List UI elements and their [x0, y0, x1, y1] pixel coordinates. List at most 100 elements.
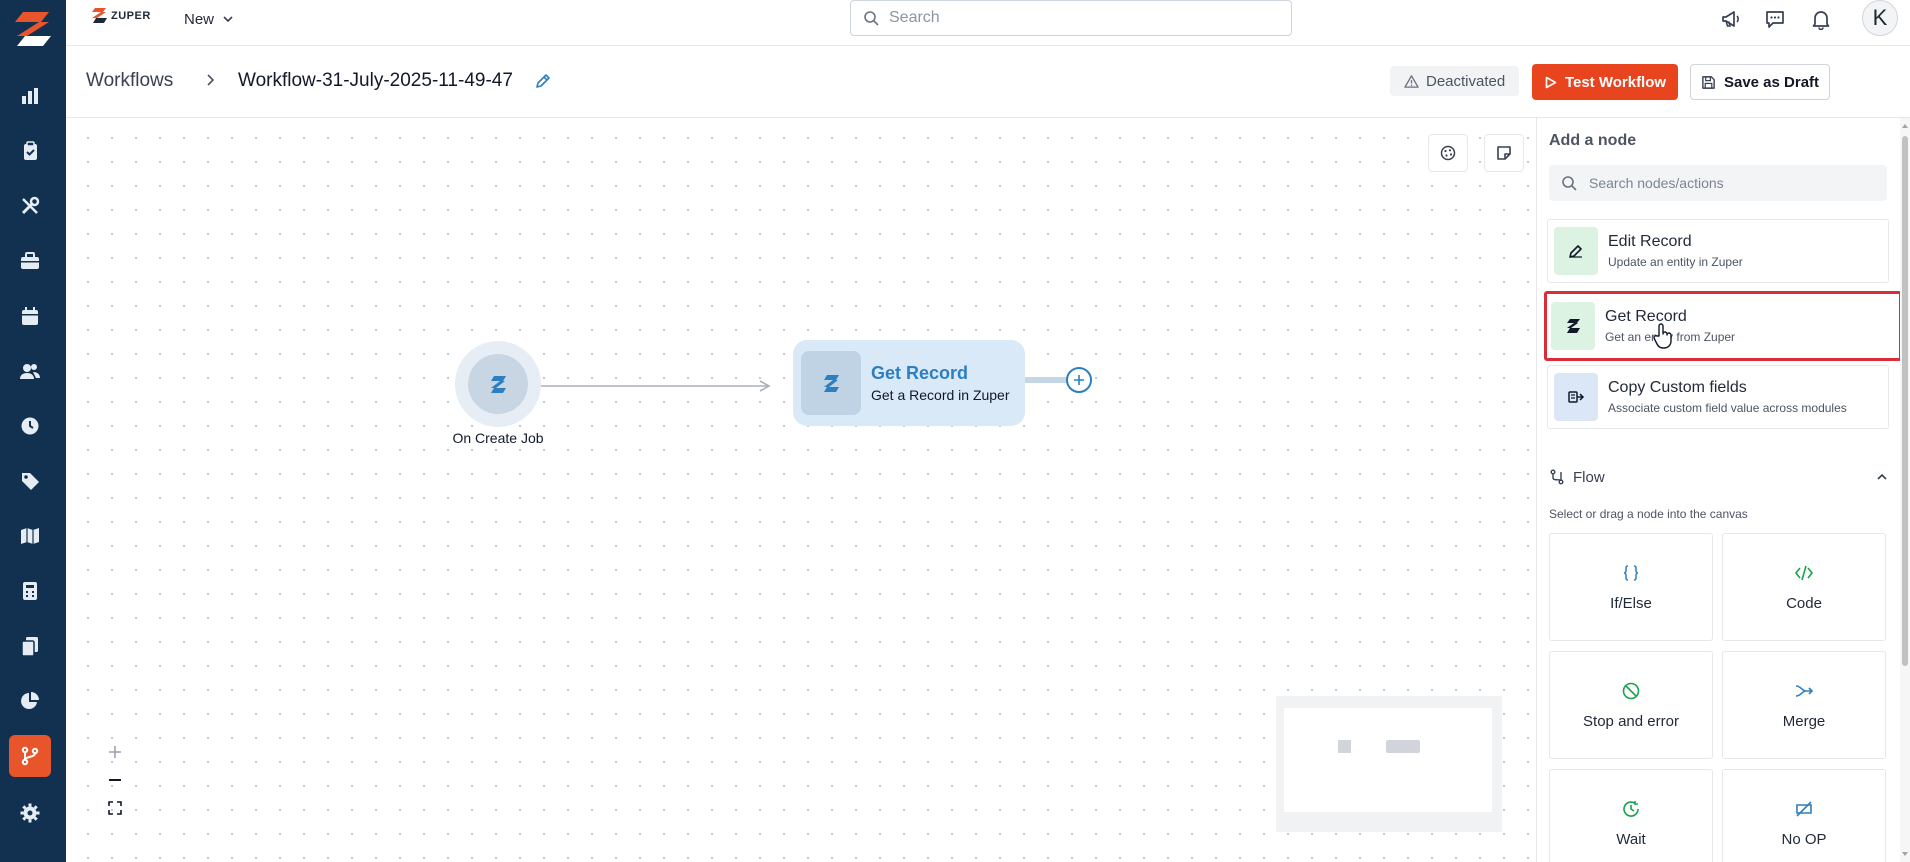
get-record-node[interactable]: Get Record Get a Record in Zuper: [793, 340, 1025, 426]
bell-icon: [1812, 11, 1830, 30]
chevron-right-icon: [207, 74, 215, 86]
scroll-down-icon: [1902, 852, 1908, 856]
zuper-icon: [824, 375, 839, 392]
search-icon: [864, 11, 879, 26]
zuper-icon: [1567, 319, 1580, 333]
zoom-controls: [98, 738, 132, 824]
nav-pricing[interactable]: [9, 460, 51, 502]
node-card-desc: Update an entity in Zuper: [1608, 255, 1743, 269]
canvas-minimap[interactable]: [1276, 696, 1502, 832]
flow-tile-stop-and-error[interactable]: Stop and error: [1549, 651, 1713, 759]
panel-title: Add a node: [1549, 132, 1637, 149]
node-card-get-record[interactable]: Get Record Get an entity from Zuper: [1544, 291, 1902, 361]
nav-workflows[interactable]: [9, 735, 51, 777]
trigger-node[interactable]: [455, 341, 541, 427]
tag-icon: [22, 473, 39, 490]
fit-screen-icon: [108, 801, 122, 815]
minus-icon: [109, 779, 121, 781]
global-search[interactable]: [850, 0, 1292, 36]
clock-icon: [21, 417, 39, 435]
edit-pencil-icon[interactable]: [534, 72, 552, 90]
merge-icon: [1795, 684, 1814, 697]
tools-icon: [21, 196, 40, 215]
minimap-action-node: [1386, 740, 1420, 753]
node-card-name: Copy Custom fields: [1608, 379, 1747, 396]
node-card-icon-box: [1554, 373, 1598, 421]
stop-icon: [1622, 682, 1640, 699]
map-icon: [21, 528, 39, 544]
nav-settings[interactable]: [9, 792, 51, 834]
announcements-button[interactable]: [1716, 4, 1746, 34]
users-icon: [20, 364, 40, 379]
braces-icon: [1623, 564, 1639, 581]
nav-jobs[interactable]: [9, 130, 51, 172]
flow-tile-no-op[interactable]: No OP: [1722, 769, 1886, 862]
new-menu-button[interactable]: New: [184, 8, 234, 30]
flow-tile-label: Wait: [1616, 830, 1646, 848]
calendar-icon: [22, 307, 38, 325]
flow-section-toggle[interactable]: Flow: [1549, 466, 1889, 488]
panel-scrollbar[interactable]: [1900, 118, 1910, 862]
node-card-name: Get Record: [1605, 308, 1687, 325]
save-draft-button[interactable]: Save as Draft: [1690, 64, 1830, 100]
nav-invoices[interactable]: [9, 570, 51, 612]
workflow-name: Workflow-31-July-2025-11-49-47: [238, 70, 513, 91]
warning-icon: [1404, 74, 1419, 88]
fit-view-button[interactable]: [98, 794, 132, 822]
nav-reports[interactable]: [9, 75, 51, 117]
nav-schedule[interactable]: [9, 295, 51, 337]
settings-icon: [20, 803, 40, 823]
brand-logo[interactable]: ZUPER: [90, 6, 151, 26]
flow-tile-code[interactable]: Code: [1722, 533, 1886, 641]
minimap-trigger-node: [1338, 740, 1351, 753]
top-bar: ZUPER New K: [66, 0, 1910, 46]
flow-tile-label: Stop and error: [1583, 712, 1679, 730]
action-node-subtitle: Get a Record in Zuper: [871, 387, 1010, 403]
zuper-logo-icon[interactable]: [9, 8, 57, 48]
action-node-text: Get Record Get a Record in Zuper: [871, 363, 1010, 403]
nav-projects[interactable]: [9, 240, 51, 282]
nav-map[interactable]: [9, 515, 51, 557]
save-draft-label: Save as Draft: [1723, 73, 1820, 91]
trigger-node-inner: [468, 354, 528, 414]
node-search[interactable]: [1549, 165, 1887, 201]
nav-assets[interactable]: [9, 185, 51, 227]
chevron-up-icon: [1877, 473, 1887, 480]
node-output-line: [1025, 377, 1069, 383]
sticky-note-button[interactable]: [1484, 134, 1524, 172]
zoom-out-button[interactable]: [98, 766, 132, 794]
zoom-in-button[interactable]: [98, 738, 132, 766]
nav-timesheets[interactable]: [9, 405, 51, 447]
node-card-icon-box: [1554, 227, 1598, 275]
canvas-settings-button[interactable]: [1428, 134, 1468, 172]
action-node-title: Get Record: [871, 363, 969, 383]
test-workflow-button[interactable]: Test Workflow: [1532, 64, 1678, 100]
add-node-button[interactable]: [1066, 367, 1092, 393]
new-label: New: [184, 10, 215, 28]
workflow-canvas[interactable]: On Create Job Get Record Get a Record in…: [66, 118, 1536, 862]
breadcrumb-workflows[interactable]: Workflows: [86, 70, 174, 91]
node-card-text: Edit Record Update an entity in Zuper: [1608, 233, 1743, 269]
edit-icon: [1569, 245, 1582, 258]
notifications-button[interactable]: [1806, 4, 1836, 34]
chat-button[interactable]: [1760, 4, 1790, 34]
nav-documents[interactable]: [9, 625, 51, 667]
user-avatar[interactable]: K: [1862, 0, 1898, 36]
play-icon: [1545, 76, 1557, 88]
node-card-copy-custom-fields[interactable]: Copy Custom fields Associate custom fiel…: [1547, 365, 1889, 429]
scroll-thumb[interactable]: [1902, 136, 1908, 666]
flow-tile-wait[interactable]: Wait: [1549, 769, 1713, 862]
flow-section-hint: Select or drag a node into the canvas: [1549, 507, 1748, 521]
nav-customers[interactable]: [9, 350, 51, 392]
flow-tile-merge[interactable]: Merge: [1722, 651, 1886, 759]
node-search-input[interactable]: [1589, 175, 1879, 191]
node-card-edit-record[interactable]: Edit Record Update an entity in Zuper: [1547, 219, 1889, 283]
chat-icon: [1766, 11, 1784, 28]
flow-tile-if-else[interactable]: If/Else: [1549, 533, 1713, 641]
nav-analytics[interactable]: [9, 680, 51, 722]
flow-icon: [1550, 469, 1564, 485]
zuper-logo-icon: [92, 8, 107, 23]
brand-name: ZUPER: [111, 10, 151, 22]
global-search-input[interactable]: [889, 9, 1269, 27]
node-card-name: Edit Record: [1608, 233, 1692, 250]
